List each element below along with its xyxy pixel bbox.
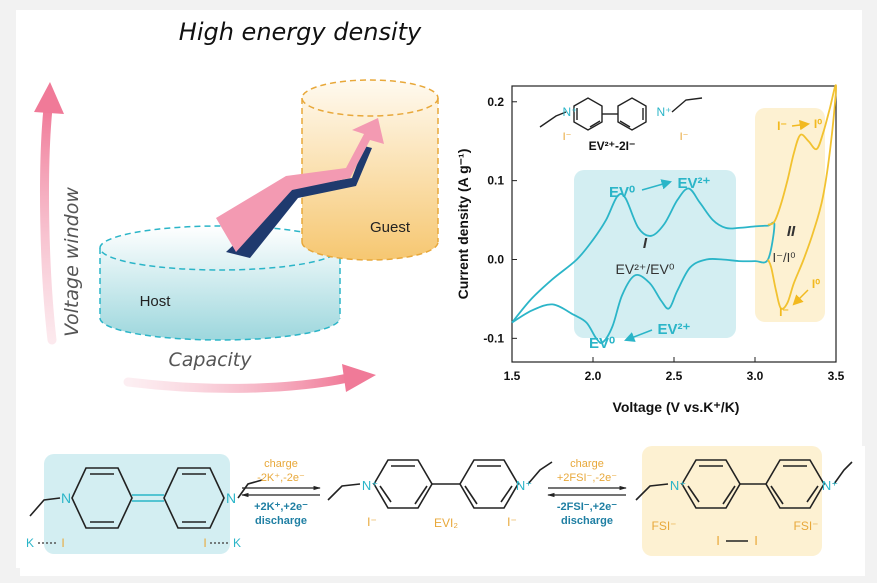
mol3-panel xyxy=(642,446,822,556)
ann-i-top-to: I⁰ xyxy=(814,117,822,131)
cv-curves xyxy=(511,84,837,344)
mol2-counter-right: I⁻ xyxy=(507,515,517,529)
mol1-panel xyxy=(44,454,230,554)
ann-i-bot-arrow xyxy=(792,289,809,306)
voltage-arrow-head xyxy=(34,82,64,114)
mol1-k-left: K xyxy=(26,536,34,550)
ann-ev-ox: EV⁰ xyxy=(609,184,635,201)
mol1-i-right: I xyxy=(203,536,206,550)
cv-curve-EV-region xyxy=(511,187,776,344)
y-axis-label: Current density (A g⁻¹) xyxy=(455,149,471,300)
ev-molecule-top xyxy=(539,97,703,131)
mol3-i-left: I xyxy=(716,533,720,548)
concept-panel: High energy density Voltage window Capac… xyxy=(34,18,439,393)
step2-top: charge xyxy=(570,458,604,470)
top-n-left: N⁺ xyxy=(563,105,578,119)
region-I-panel xyxy=(574,170,736,338)
mol3-fsi-right: FSI⁻ xyxy=(793,519,818,533)
mol1-k-right: K xyxy=(233,536,241,550)
mol2-n-right: N⁺ xyxy=(516,478,532,493)
cv-chart: 1.5 2.0 2.5 3.0 3.5 0.2 0.1 0.0 -0.1 Voltage (V … xyxy=(455,84,845,415)
top-counter-right: I⁻ xyxy=(680,131,689,143)
ann-i-top-from: I⁻ xyxy=(777,119,787,133)
step1-bottom2: discharge xyxy=(255,515,307,527)
region-II-numeral: II xyxy=(787,223,796,240)
capacity-label: Capacity xyxy=(168,349,252,371)
region-II-panel xyxy=(755,108,825,322)
axis-ticks: 1.5 2.0 2.5 3.0 3.5 0.2 0.1 0.0 -0.1 xyxy=(483,95,844,383)
step1-bottom: +2K⁺,+2e⁻ xyxy=(254,501,308,513)
mol1-n-left: N xyxy=(61,490,71,506)
voltage-arrow xyxy=(40,103,57,345)
energy-arrow xyxy=(216,118,384,258)
ann-ev-red-arrow xyxy=(624,329,653,342)
mol3-i-right: I xyxy=(754,533,758,548)
mol3-structure xyxy=(635,459,853,509)
ann-i-bot-from: I⁰ xyxy=(812,277,820,291)
ann-ev-ox-arrow xyxy=(641,179,673,191)
top-n-right: N⁺ xyxy=(657,105,672,119)
region-I-numeral: I xyxy=(643,235,648,252)
capacity-arrow-head xyxy=(342,364,376,392)
top-counter-left: I⁻ xyxy=(563,131,572,143)
x-tick-label: 3.5 xyxy=(828,369,845,383)
ann-ev-ox-to: EV²⁺ xyxy=(678,175,711,192)
cv-curve-I-region xyxy=(767,84,837,310)
mol2-structure xyxy=(327,459,553,509)
y-tick-label: -0.1 xyxy=(483,331,504,345)
concept-title: High energy density xyxy=(179,18,422,46)
mol1-n-right: N xyxy=(226,490,236,506)
x-tick-label: 1.5 xyxy=(504,369,521,383)
step1-top: charge xyxy=(264,458,298,470)
ann-i-top-arrow xyxy=(791,119,811,131)
mol2-n-left: N⁺ xyxy=(362,478,378,493)
x-tick-label: 3.0 xyxy=(747,369,764,383)
y-tick-label: 0.2 xyxy=(487,95,504,109)
ann-ev-red-to: EV⁰ xyxy=(589,335,615,352)
y-tick-label: 0.1 xyxy=(487,174,504,188)
step1-top2: -2K⁺,-2e⁻ xyxy=(257,472,305,484)
y-tick-label: 0.0 xyxy=(487,252,504,266)
x-tick-label: 2.5 xyxy=(666,369,683,383)
capacity-arrow xyxy=(123,373,353,393)
x-axis-label: Voltage (V vs.K⁺/K) xyxy=(613,399,740,415)
voltage-window-label: Voltage window xyxy=(61,187,83,337)
mol2-label: EVI₂ xyxy=(434,516,458,530)
guest-label: Guest xyxy=(370,219,411,236)
host-cylinder xyxy=(99,225,341,341)
region-I-label: EV²⁺/EV⁰ xyxy=(616,261,675,277)
x-tick-label: 2.0 xyxy=(585,369,602,383)
host-label: Host xyxy=(140,293,172,310)
mol3-n-right: N⁺ xyxy=(822,478,838,493)
guest-cylinder xyxy=(301,79,439,261)
mol3-fsi-left: FSI⁻ xyxy=(651,519,676,533)
ann-ev-red: EV²⁺ xyxy=(658,321,691,338)
reaction-scheme: N N K I I K charge -2K⁺,-2e⁻ +2K⁺,+2e⁻ d… xyxy=(20,446,865,576)
step2-bottom: -2FSI⁻,+2e⁻ xyxy=(557,501,617,513)
top-molecule-label: EV²⁺-2I⁻ xyxy=(589,139,636,153)
step2-bottom2: discharge xyxy=(561,515,613,527)
ann-i-bot-to: I⁻ xyxy=(779,305,789,319)
mol1-i-left: I xyxy=(61,536,64,550)
mol2-counter-left: I⁻ xyxy=(367,515,377,529)
region-II-label: I⁻/I⁰ xyxy=(773,250,796,265)
mol3-n-left: N⁺ xyxy=(670,478,686,493)
step2-top2: +2FSI⁻,-2e⁻ xyxy=(557,472,617,484)
